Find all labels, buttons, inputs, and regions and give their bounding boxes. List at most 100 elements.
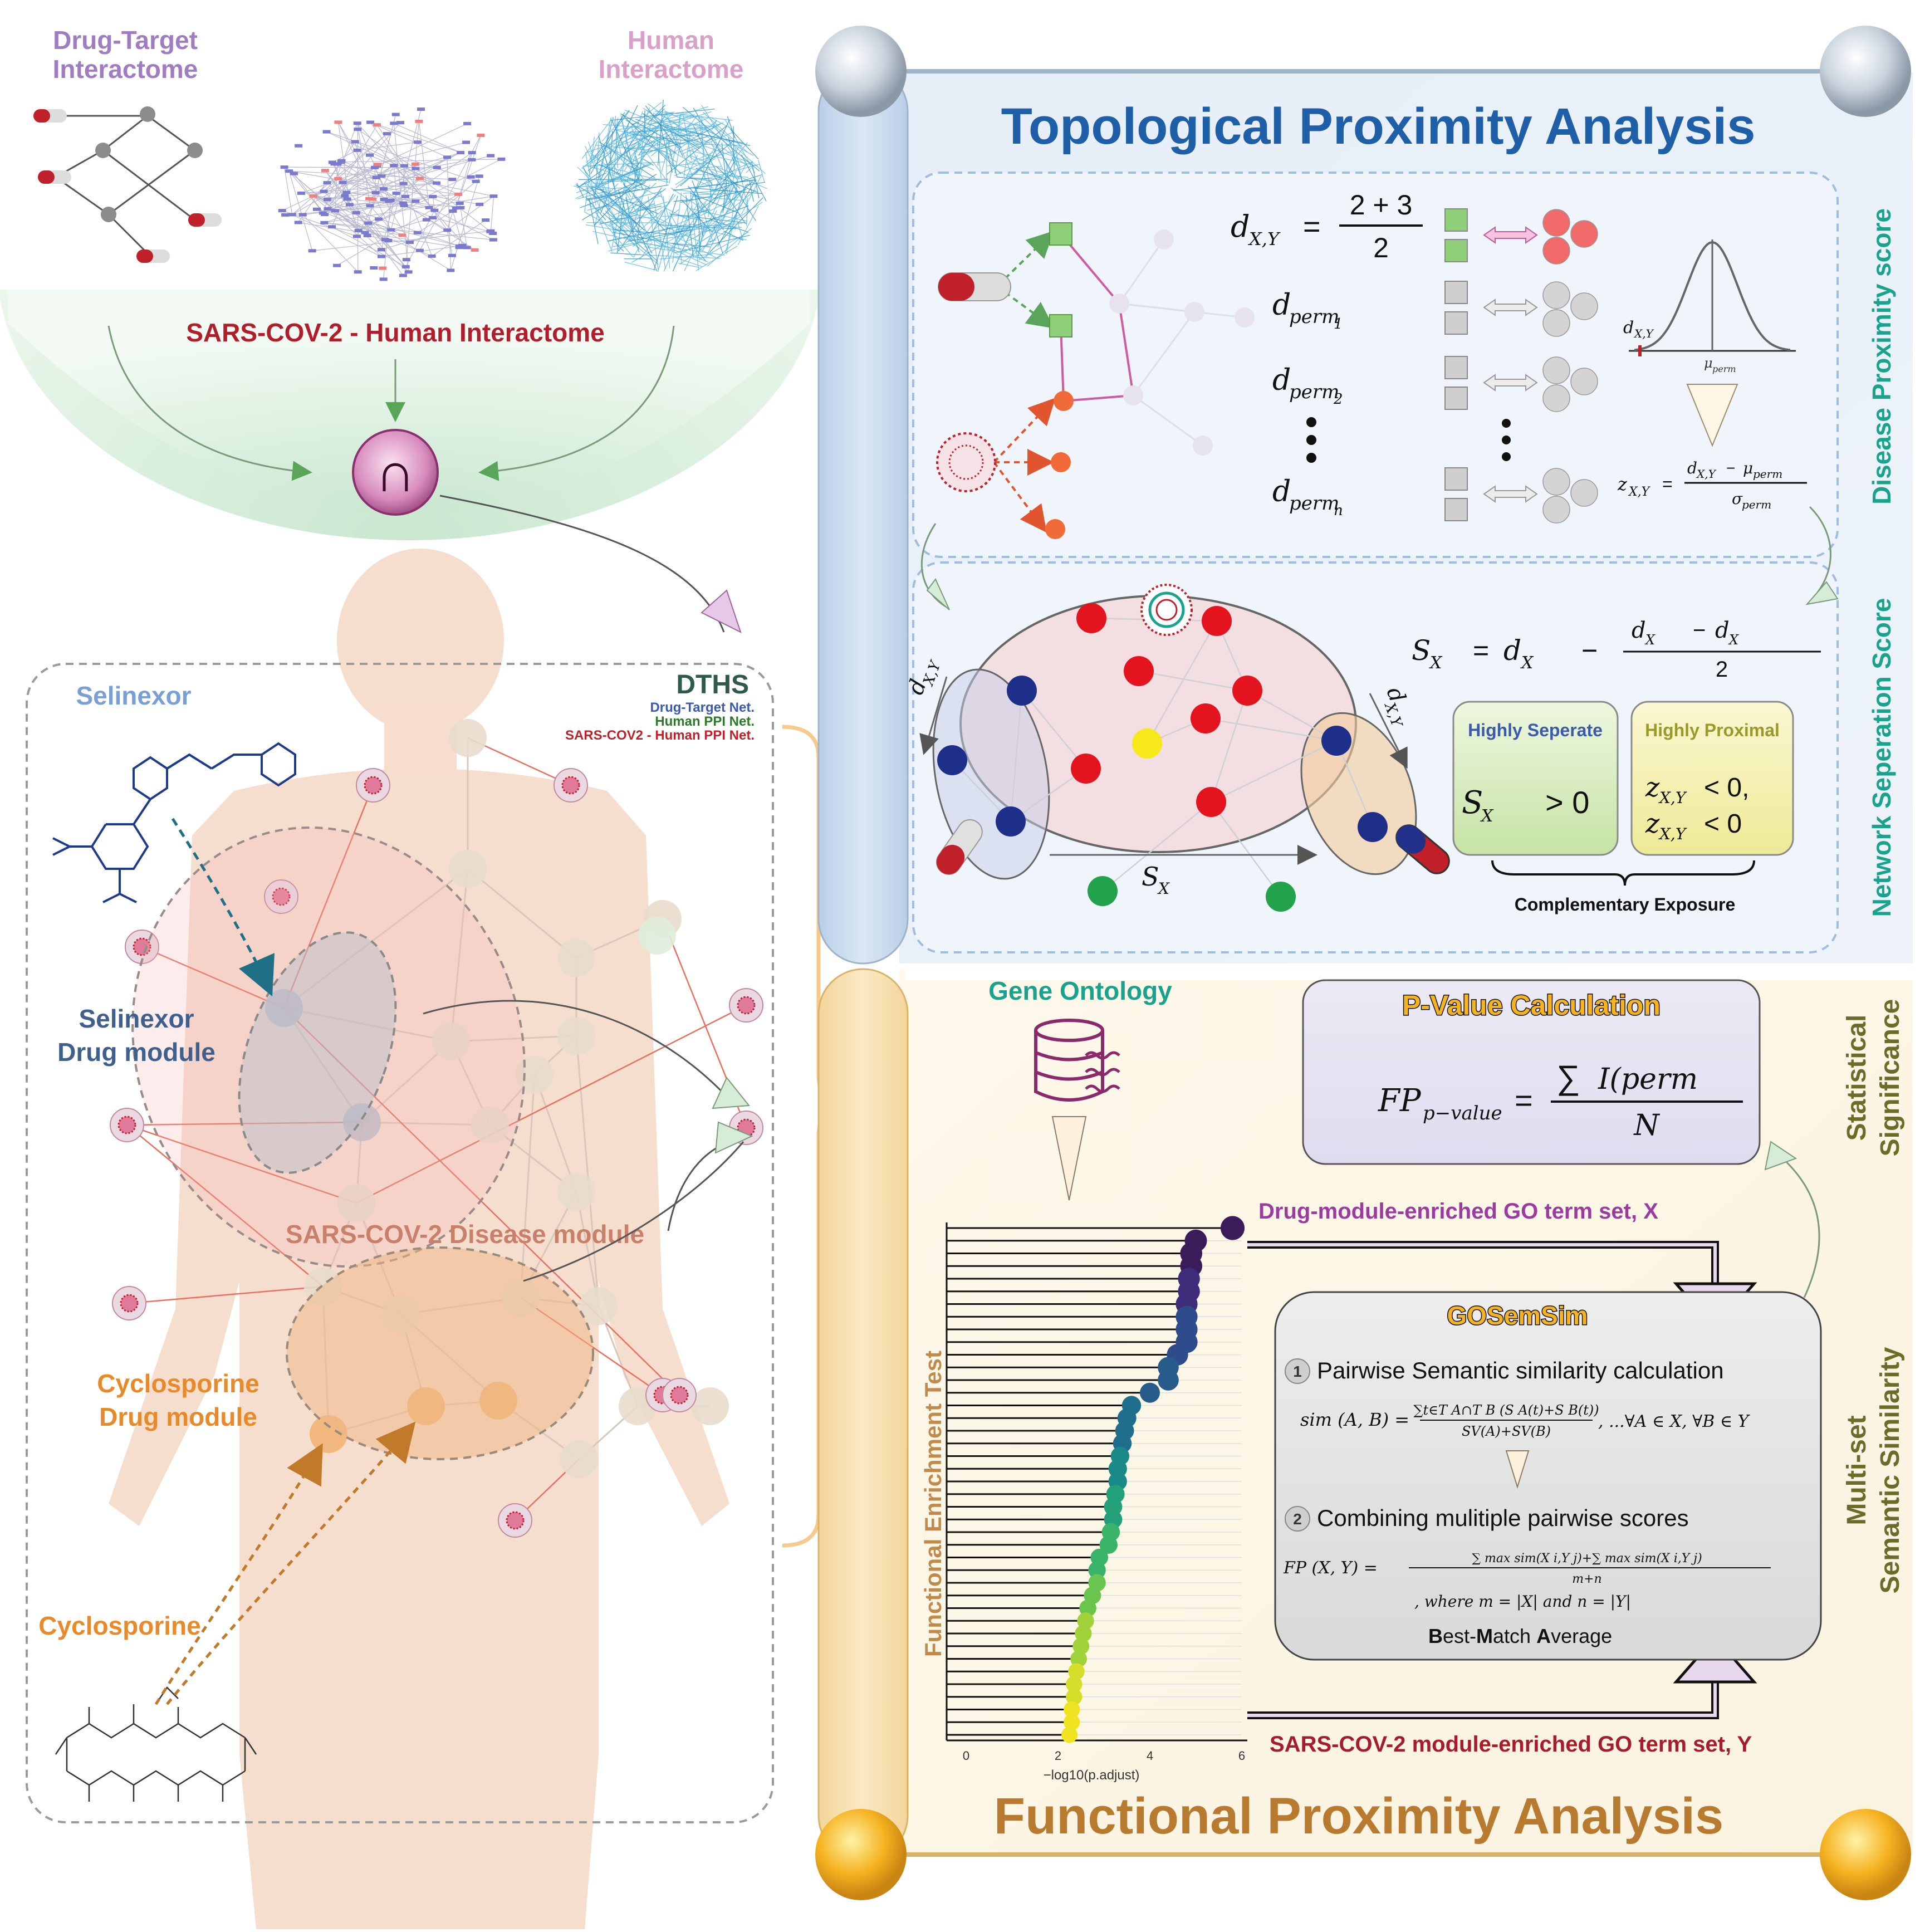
intersection-node: ∩ bbox=[353, 430, 438, 515]
pvalue-title: P-Value Calculation bbox=[1402, 990, 1661, 1021]
perm-circle bbox=[1543, 496, 1570, 523]
dpermn-d: d bbox=[1272, 475, 1291, 508]
sars-net-node bbox=[297, 192, 305, 195]
sep-blue-node bbox=[1358, 812, 1388, 842]
sars-net-node bbox=[400, 164, 408, 168]
step1-num: 1 bbox=[1293, 1363, 1302, 1380]
perm-circle bbox=[1571, 368, 1598, 395]
chart-x-tick: 2 bbox=[1055, 1749, 1061, 1763]
sars-net-node bbox=[402, 265, 410, 268]
gosemsim-title: GOSemSim bbox=[1447, 1301, 1588, 1330]
body-node bbox=[638, 917, 676, 955]
drug-set-label: Drug-module-enriched GO term set, X bbox=[1258, 1199, 1658, 1224]
fp-sub: p−value bbox=[1423, 1102, 1502, 1124]
dxy-d: d bbox=[1231, 209, 1250, 244]
body-node bbox=[449, 850, 487, 888]
sars-net-node bbox=[355, 229, 363, 232]
sars-net-node bbox=[468, 158, 476, 162]
arrowhead-1 bbox=[713, 1078, 749, 1108]
sim-num: ∑t∈T A∩T B (S A(t)+S B(t)) bbox=[1413, 1402, 1599, 1418]
z-label: z bbox=[1617, 473, 1628, 495]
top-right-ball bbox=[1820, 26, 1911, 117]
sars-net-node bbox=[447, 268, 454, 272]
sars-net-node bbox=[320, 190, 328, 193]
highly-proximal-label: Highly Proximal bbox=[1645, 720, 1780, 740]
fp-lhs: FP bbox=[1378, 1083, 1422, 1119]
sars-net-node bbox=[387, 228, 395, 232]
body-node bbox=[691, 1387, 729, 1425]
sars-net-node bbox=[308, 249, 316, 252]
z-num-minus: − bbox=[1726, 459, 1735, 477]
sars-net-node bbox=[334, 177, 342, 180]
z-den-sigma: σ bbox=[1732, 490, 1743, 508]
fp-eq: = bbox=[1515, 1083, 1533, 1118]
sars-net-node bbox=[489, 238, 497, 242]
body-node bbox=[557, 939, 595, 977]
sep-s: S bbox=[1412, 634, 1431, 667]
sars-net-node bbox=[456, 202, 464, 205]
legend-drug-target: Drug-Target Net. bbox=[650, 700, 755, 715]
gene-ontology-label: Gene Ontology bbox=[988, 976, 1172, 1005]
legend-human-ppi: Human PPI Net. bbox=[655, 714, 755, 729]
sars-net-node bbox=[288, 213, 296, 216]
perm-square bbox=[1445, 281, 1467, 304]
sars-net-node bbox=[416, 249, 424, 252]
sars-net-node bbox=[412, 163, 419, 166]
sep-green-node bbox=[1266, 882, 1296, 912]
intersection-symbol: ∩ bbox=[375, 441, 415, 503]
sars-net-node bbox=[370, 266, 378, 270]
sars-net-node bbox=[331, 209, 339, 212]
perm-circle bbox=[1543, 468, 1570, 495]
sars-net-node bbox=[383, 132, 391, 135]
sep-red-node bbox=[1071, 754, 1101, 784]
bma-label: Best-Match Average bbox=[1428, 1625, 1612, 1647]
fpxy-den: m+n bbox=[1572, 1572, 1601, 1586]
prox-green-square bbox=[1050, 223, 1072, 245]
sars-net-node bbox=[423, 218, 430, 222]
step2-label: Combining mulitiple pairwise scores bbox=[1317, 1505, 1689, 1531]
sep-num-d2-sub: X bbox=[1728, 632, 1739, 648]
sars-net-node bbox=[454, 193, 462, 196]
hp-z2-lt: < 0 bbox=[1704, 809, 1742, 839]
perm-square bbox=[1445, 209, 1467, 231]
bma-a: A bbox=[1536, 1625, 1551, 1647]
prox-red-circle bbox=[1045, 519, 1065, 539]
sars-net-node bbox=[414, 231, 422, 234]
body-virus-core bbox=[507, 1512, 523, 1529]
sars-net-node bbox=[497, 158, 505, 161]
perm-circle bbox=[1543, 282, 1570, 309]
sars-net-node bbox=[328, 225, 336, 228]
stat-sig-line2: Significance bbox=[1875, 999, 1905, 1157]
body-node bbox=[449, 719, 487, 757]
sars-net-node bbox=[371, 166, 379, 169]
sars-net-node bbox=[364, 222, 372, 225]
sep-d-sub: X bbox=[1520, 653, 1534, 673]
sars-net-node bbox=[403, 258, 410, 261]
sars-net-node bbox=[329, 160, 336, 164]
sim-den: SV(A)+SV(B) bbox=[1462, 1424, 1551, 1439]
sep-red-node bbox=[1124, 656, 1154, 686]
body-virus-core bbox=[671, 1387, 688, 1403]
sars-net-node bbox=[323, 181, 331, 184]
bell-mu: μ bbox=[1704, 355, 1713, 371]
sars-net-node bbox=[487, 154, 494, 158]
sars-net-node bbox=[448, 254, 456, 257]
sars-net-node bbox=[310, 194, 317, 198]
fpxy-lhs: FP (X, Y) = bbox=[1283, 1558, 1378, 1578]
sars-net-node bbox=[412, 167, 419, 170]
dxy-sub: X,Y bbox=[1247, 228, 1281, 250]
sars-net-node bbox=[321, 213, 329, 216]
prox-gray-circle bbox=[1154, 229, 1174, 250]
perm-square bbox=[1445, 239, 1467, 262]
sep-yellow-node bbox=[1132, 728, 1162, 759]
body-virus-core bbox=[119, 1117, 135, 1133]
sars-net-node bbox=[366, 204, 374, 207]
hairball-edge bbox=[579, 179, 668, 180]
dths-title: DTHS bbox=[676, 670, 749, 700]
sars-net-node bbox=[400, 182, 408, 185]
dxy-eq: = bbox=[1303, 210, 1321, 243]
sep-blue-node bbox=[996, 806, 1026, 837]
top-left-ball bbox=[815, 26, 907, 117]
multiset-line1: Multi-set bbox=[1842, 1415, 1872, 1525]
sars-net-node bbox=[428, 255, 436, 258]
